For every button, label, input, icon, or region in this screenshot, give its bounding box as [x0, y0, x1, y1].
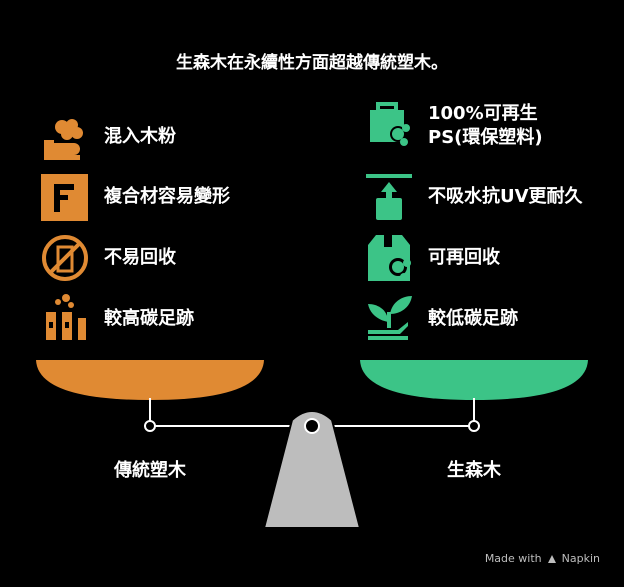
- fulcrum-pivot: [304, 418, 320, 434]
- left-item-3-label: 不易回收: [104, 247, 176, 268]
- napkin-logo-icon: [547, 554, 556, 563]
- recycle-box-icon: [364, 233, 414, 283]
- left-beam-joint: [144, 420, 156, 432]
- left-pan: [36, 360, 264, 400]
- fulcrum: [262, 410, 362, 529]
- left-item-4-label: 較高碳足跡: [104, 308, 194, 329]
- factory-smoke-icon: [40, 292, 90, 342]
- right-item-3-label: 可再回收: [428, 247, 500, 268]
- made-with-text: Made with: [484, 552, 542, 565]
- uv-shield-icon: [364, 172, 414, 222]
- left-pan-label: 傳統塑木: [114, 460, 186, 481]
- no-recycle-icon: [40, 233, 90, 283]
- right-item-2-label: 不吸水抗UV更耐久: [428, 186, 583, 207]
- right-item-4-label: 較低碳足跡: [428, 308, 518, 329]
- right-item-1-label-line1: 100%可再生: [428, 103, 538, 124]
- left-item-1-label: 混入木粉: [104, 126, 176, 147]
- right-pan: [360, 360, 588, 400]
- napkin-credit: Made with Napkin: [485, 552, 600, 565]
- right-beam-joint: [468, 420, 480, 432]
- plant-hand-icon: [364, 292, 414, 342]
- powder-mix-icon: [40, 113, 90, 163]
- left-item-2-label: 複合材容易變形: [104, 186, 230, 207]
- diagram-title: 生森木在永續性方面超越傳統塑木。: [176, 53, 448, 73]
- napkin-brand-text: Napkin: [561, 552, 600, 565]
- recycled-bottle-icon: [364, 100, 414, 150]
- right-pan-label: 生森木: [447, 460, 501, 481]
- right-item-1-label-line2: PS(環保塑料): [428, 127, 543, 148]
- deform-box-icon: [40, 172, 90, 222]
